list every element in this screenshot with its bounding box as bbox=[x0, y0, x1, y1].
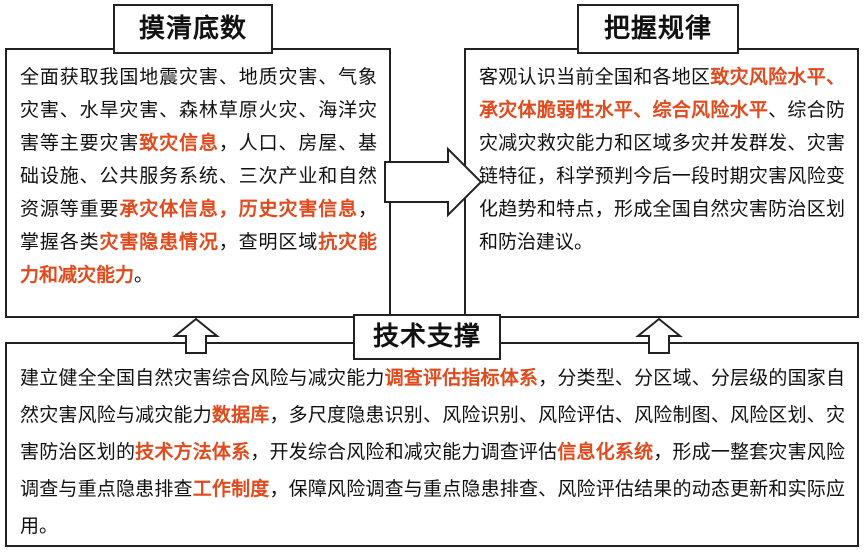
highlight-text: 灾害隐患情况 bbox=[99, 231, 219, 253]
bottom-panel-title: 技术支撑 bbox=[353, 314, 501, 360]
body-text: ，开发综合风险和减灾能力调查评估 bbox=[250, 441, 558, 463]
up-arrow-right bbox=[635, 317, 683, 354]
highlight-text: 调查评估指标体系 bbox=[384, 367, 539, 389]
body-text: 、综合防灾减灾救灾能力和区域多灾并发群发、灾害链特征，科学预判今后一段时期灾害风… bbox=[479, 99, 845, 253]
highlight-text: 承灾体信息，历史灾害信息 bbox=[119, 198, 358, 220]
highlight-text: 数据库 bbox=[211, 404, 270, 426]
right-arrow bbox=[384, 146, 483, 218]
right-panel-text: 客观认识当前全国和各地区致灾风险水平、承灾体脆弱性水平、综合风险水平、综合防灾减… bbox=[466, 50, 857, 259]
bottom-panel: 建立健全全国自然灾害综合风险与减灾能力调查评估指标体系，分类型、分区域、分层级的… bbox=[5, 342, 859, 547]
right-panel: 客观认识当前全国和各地区致灾风险水平、承灾体脆弱性水平、综合风险水平、综合防灾减… bbox=[464, 48, 859, 318]
body-text: 全面获取我国地震灾害、地质灾害、气象灾害、水旱灾害、森林草原火灾、海洋灾害等主要… bbox=[20, 66, 377, 154]
highlight-text: 致灾信息 bbox=[139, 132, 219, 154]
body-text: ，形成一整套灾害风险调查与重点隐患排查 bbox=[20, 441, 845, 500]
body-text: ，查明区域 bbox=[218, 231, 319, 253]
highlight-text: 工作制度 bbox=[192, 478, 270, 500]
highlight-text: 信息化系统 bbox=[557, 441, 654, 463]
highlight-text: 抗灾能力和减灾能力 bbox=[20, 231, 377, 286]
left-panel-text: 全面获取我国地震灾害、地质灾害、气象灾害、水旱灾害、森林草原火灾、海洋灾害等主要… bbox=[7, 50, 389, 292]
highlight-text: 致灾风险水平、承灾体脆弱性水平、综合风险水平 bbox=[479, 66, 845, 121]
body-text: ，多尺度隐患识别、风险识别、风险评估、风险制图、风险区划、灾害防治区划的 bbox=[20, 404, 845, 463]
body-text: 。 bbox=[134, 264, 154, 286]
up-arrow-left bbox=[172, 317, 220, 354]
bottom-panel-text: 建立健全全国自然灾害综合风险与减灾能力调查评估指标体系，分类型、分区域、分层级的… bbox=[7, 344, 857, 545]
left-panel: 全面获取我国地震灾害、地质灾害、气象灾害、水旱灾害、森林草原火灾、海洋灾害等主要… bbox=[5, 48, 391, 318]
body-text: ，掌握各类 bbox=[20, 198, 377, 253]
body-text: 客观认识当前全国和各地区 bbox=[479, 66, 711, 88]
body-text: ，分类型、分区域、分层级的国家自然灾害风险与减灾能力 bbox=[20, 367, 845, 426]
body-text: ，保障风险调查与重点隐患排查、风险评估结果的动态更新和实际应用。 bbox=[20, 478, 845, 537]
body-text: 建立健全全国自然灾害综合风险与减灾能力 bbox=[20, 367, 385, 389]
left-panel-title: 摸清底数 bbox=[113, 4, 273, 54]
right-panel-title: 把握规律 bbox=[577, 4, 739, 54]
highlight-text: 技术方法体系 bbox=[135, 441, 251, 463]
body-text: ，人口、房屋、基础设施、公共服务系统、三次产业和自然资源等重要 bbox=[20, 132, 377, 220]
